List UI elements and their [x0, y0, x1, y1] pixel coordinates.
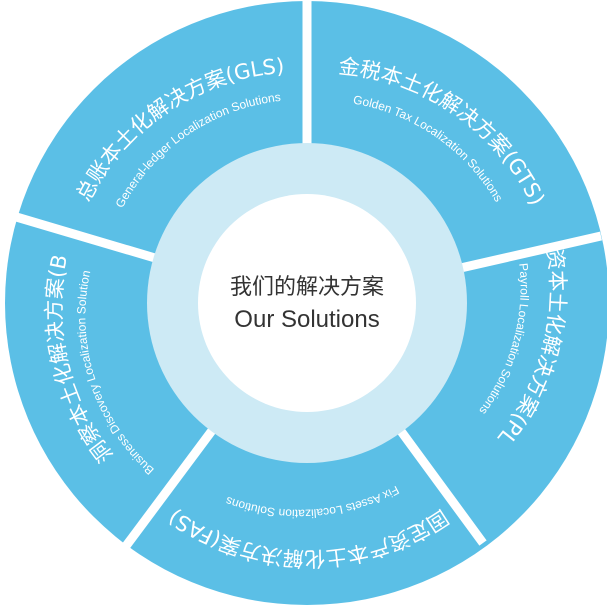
center-title-cn: 我们的解决方案 — [230, 275, 384, 300]
center-title-en: Our Solutions — [234, 306, 379, 333]
center-circle — [198, 194, 416, 412]
